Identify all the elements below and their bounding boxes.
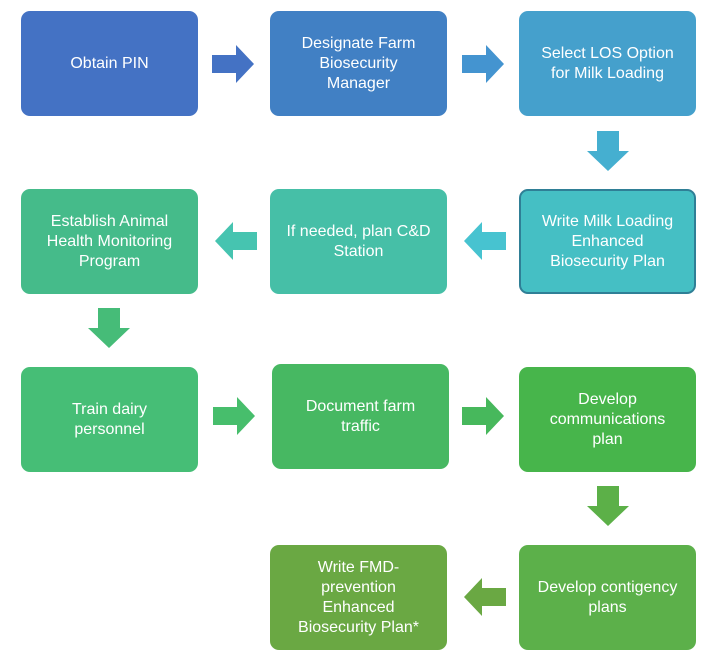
step-develop-contingency-plans: Develop contigency plans (519, 545, 696, 650)
step-develop-communications-plan: Develop communications plan (519, 367, 696, 472)
step-plan-cd-station: If needed, plan C&D Station (270, 189, 447, 294)
arrow-left-1 (464, 222, 506, 260)
arrow-down-3 (587, 486, 629, 526)
arrow-right-3 (213, 397, 255, 435)
step-obtain-pin: Obtain PIN (21, 11, 198, 116)
arrow-down-2 (88, 308, 130, 348)
arrow-down-1 (587, 131, 629, 171)
arrow-right-2 (462, 45, 504, 83)
step-establish-health-monitoring: Establish Animal Health Monitoring Progr… (21, 189, 198, 294)
step-designate-biosecurity-manager: Designate Farm Biosecurity Manager (270, 11, 447, 116)
step-write-milk-loading-plan: Write Milk Loading Enhanced Biosecurity … (519, 189, 696, 294)
arrow-right-4 (462, 397, 504, 435)
step-train-dairy-personnel: Train dairy personnel (21, 367, 198, 472)
arrow-left-3 (464, 578, 506, 616)
arrow-right-1 (212, 45, 254, 83)
step-write-fmd-prevention-plan: Write FMD- prevention Enhanced Biosecuri… (270, 545, 447, 650)
arrow-left-2 (215, 222, 257, 260)
step-document-farm-traffic: Document farm traffic (272, 364, 449, 469)
step-select-los-option: Select LOS Option for Milk Loading (519, 11, 696, 116)
